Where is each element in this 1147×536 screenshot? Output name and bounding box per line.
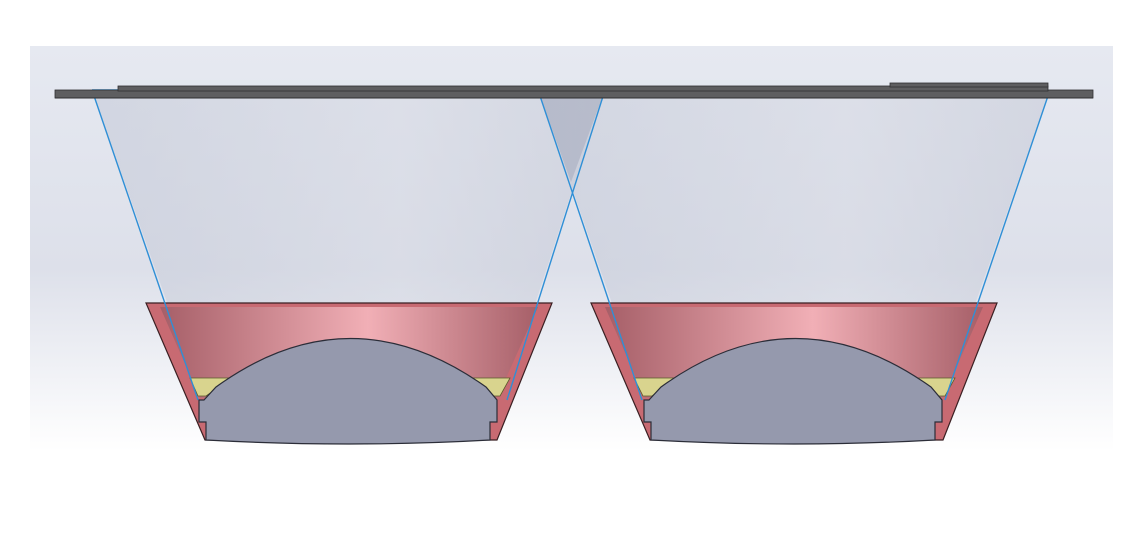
- plate-raised-section: [117, 85, 1049, 92]
- cone-overlap-region: [538, 90, 605, 182]
- plate-raised-step-right: [889, 82, 1049, 88]
- cone-edge-lines: [91, 89, 1051, 401]
- lens-holder-left: [145, 302, 553, 445]
- lens-right: [643, 337, 943, 445]
- top-plate: [54, 82, 1094, 99]
- lens-holder-right: [590, 302, 998, 445]
- lens-left: [198, 337, 498, 445]
